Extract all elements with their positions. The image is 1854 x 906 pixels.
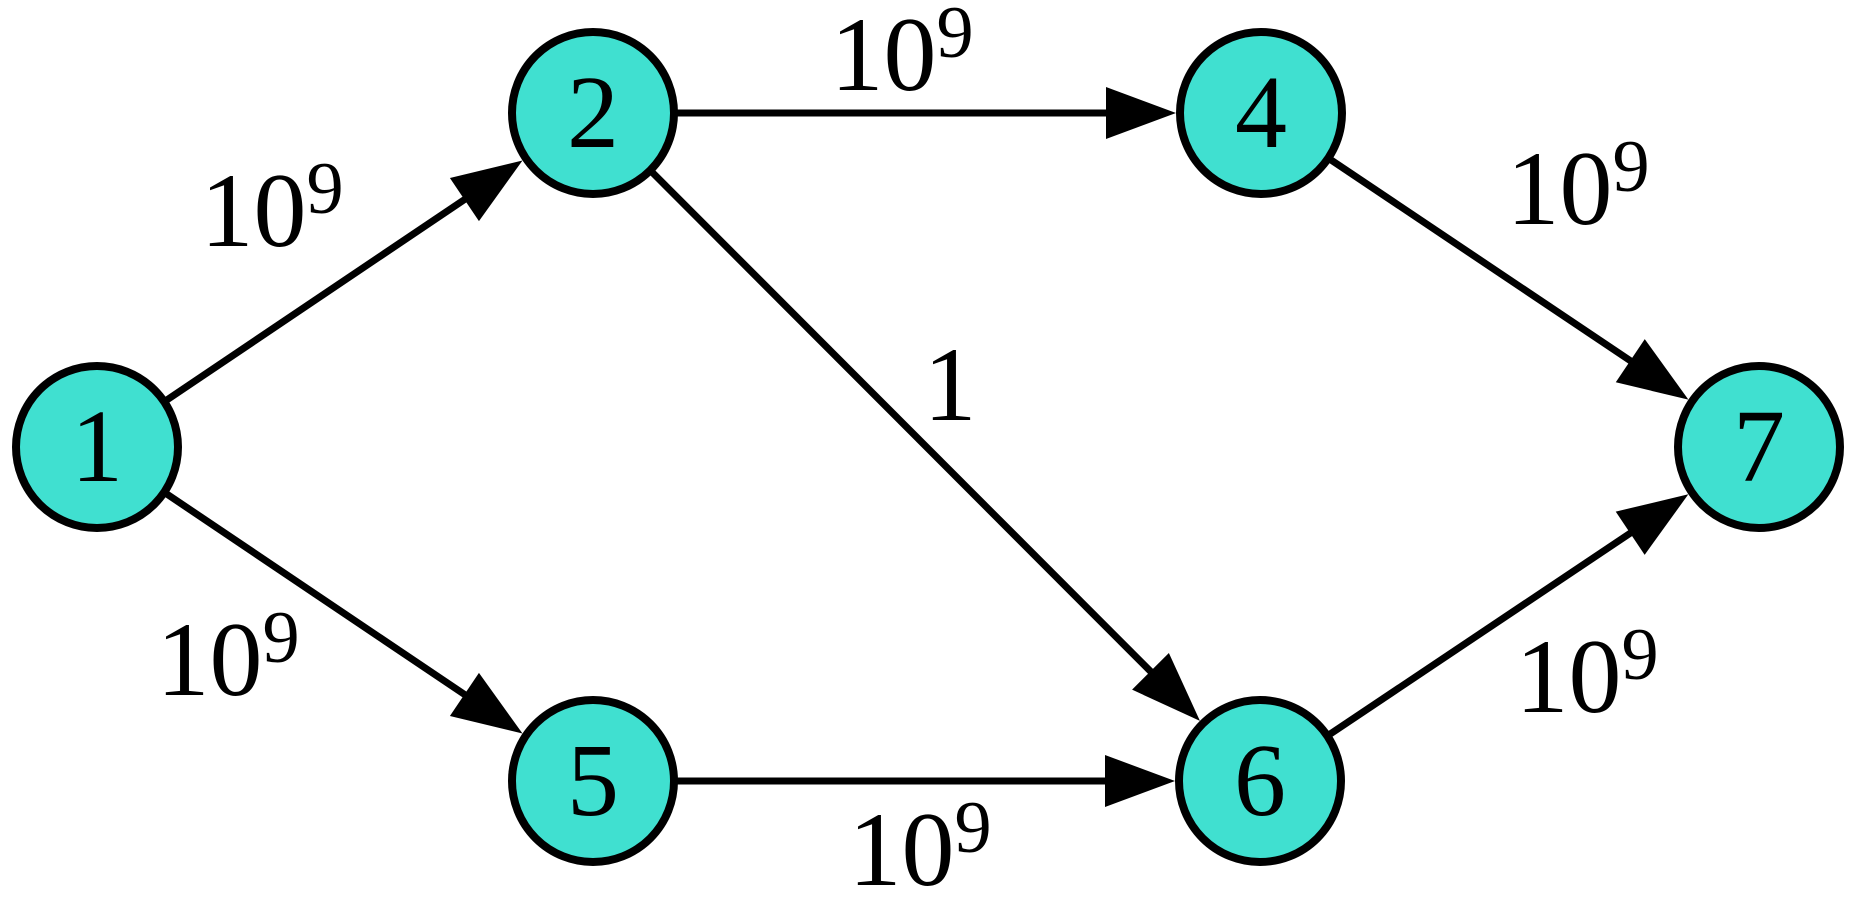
capacity-exponent: 9 [954, 787, 992, 870]
node-label: 2 [567, 55, 619, 170]
edge-line [590, 110, 1159, 680]
node-4: 4 [1176, 28, 1346, 198]
capacity-base: 10 [156, 600, 263, 718]
arrowhead-icon [1132, 652, 1200, 721]
edge-label-6-7: 109 [1515, 618, 1658, 730]
arrowhead-icon [1615, 494, 1689, 555]
node-5: 5 [508, 696, 678, 866]
node-7: 7 [1674, 362, 1844, 532]
edge-2-4 [593, 87, 1176, 139]
capacity-exponent: 9 [1621, 614, 1659, 697]
capacity-base: 1 [923, 325, 977, 443]
arrowhead-icon [1615, 339, 1689, 400]
capacity-base: 10 [1515, 617, 1622, 735]
capacity-base: 10 [200, 151, 307, 269]
node-label: 4 [1235, 55, 1287, 170]
node-label: 6 [1234, 723, 1286, 838]
edge-2-6 [590, 110, 1200, 721]
arrowhead-icon [449, 672, 523, 734]
node-label: 7 [1733, 389, 1785, 504]
edge-label-1-5: 109 [156, 601, 299, 713]
arrowhead-icon [1106, 87, 1176, 139]
edge-5-6 [593, 755, 1175, 807]
node-6: 6 [1175, 696, 1345, 866]
capacity-exponent: 9 [262, 597, 300, 680]
node-2: 2 [508, 28, 678, 198]
capacity-base: 10 [1506, 129, 1613, 247]
capacity-exponent: 9 [1612, 126, 1650, 209]
node-1: 1 [12, 362, 182, 532]
edge-label-5-6: 109 [848, 791, 991, 903]
edge-label-4-7: 109 [1506, 130, 1649, 242]
arrowhead-icon [449, 160, 523, 222]
node-label: 5 [567, 723, 619, 838]
edge-label-1-2: 109 [200, 152, 343, 264]
edge-label-2-4: 109 [830, 0, 974, 108]
capacity-base: 10 [848, 790, 955, 906]
capacity-exponent: 9 [936, 0, 974, 75]
capacity-base: 10 [830, 0, 937, 113]
node-label: 1 [71, 389, 123, 504]
arrowhead-icon [1105, 755, 1175, 807]
edge-label-2-6: 1 [924, 331, 977, 438]
capacity-exponent: 9 [306, 148, 344, 231]
